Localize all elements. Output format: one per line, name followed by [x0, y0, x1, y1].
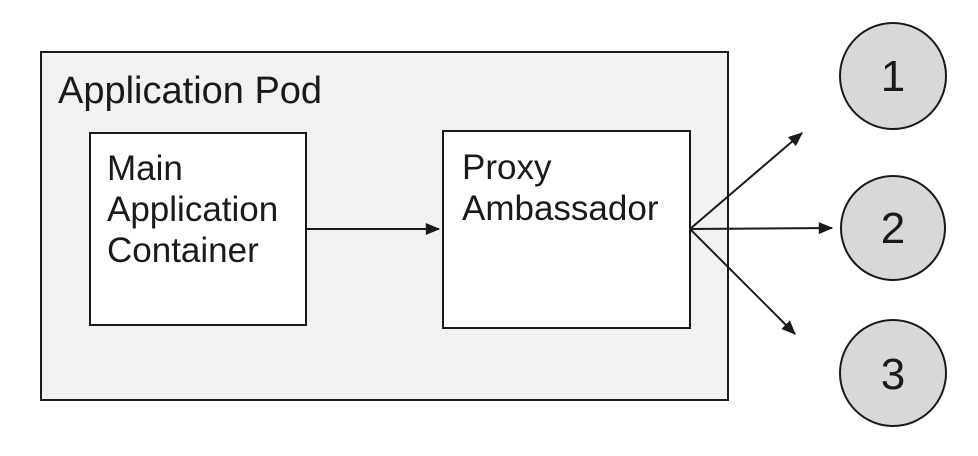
main-application-container-label-line-1: Main: [107, 149, 183, 188]
endpoint-2-circle: [840, 175, 946, 281]
main-application-container-label-line-2: Application: [107, 190, 278, 229]
endpoint-3-circle: [839, 319, 947, 427]
arrow-proxy-to-endpoint-1: [689, 132, 803, 230]
endpoint-1-label: 1: [881, 52, 905, 101]
endpoint-2-label: 2: [881, 204, 905, 253]
endpoint-3-label: 3: [881, 350, 905, 399]
proxy-ambassador-box: [442, 130, 691, 329]
application-pod-title: Application Pod: [58, 70, 322, 112]
endpoint-1-circle: [839, 22, 947, 130]
arrow-proxy-to-endpoint-3: [689, 228, 796, 335]
proxy-ambassador-label-line-2: Ambassador: [462, 189, 659, 228]
proxy-ambassador-label-line-1: Proxy: [462, 148, 552, 187]
arrow-proxy-to-endpoint-2: [689, 222, 834, 235]
main-application-container-label-line-3: Container: [107, 231, 259, 270]
main-application-container-box: [89, 132, 307, 326]
